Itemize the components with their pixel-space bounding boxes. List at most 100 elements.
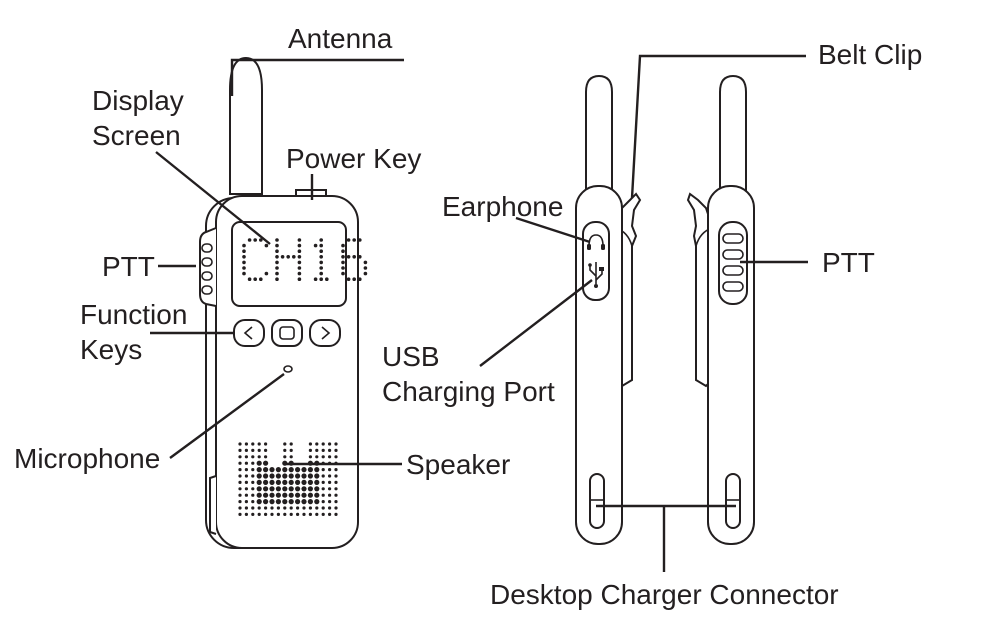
lcd-dot: [247, 277, 252, 282]
lcd-dot: [352, 254, 357, 259]
side-antenna-left: [585, 74, 613, 193]
function-key-right[interactable]: [309, 319, 341, 347]
side-antenna-right: [719, 74, 747, 193]
lcd-dot: [313, 277, 318, 282]
speaker-hole: [238, 487, 242, 491]
function-key-menu[interactable]: [271, 319, 303, 347]
speaker-hole: [256, 486, 262, 492]
speaker-hole: [321, 506, 325, 510]
speaker-hole: [256, 479, 262, 485]
speaker-hole: [328, 448, 332, 452]
lcd-dot: [286, 254, 291, 259]
speaker-hole: [251, 442, 255, 446]
lcd-dot: [275, 243, 279, 248]
speaker-hole: [264, 506, 268, 510]
menu-square-icon: [279, 326, 295, 340]
speaker-hole: [295, 467, 301, 473]
lcd-dot: [346, 254, 351, 259]
speaker-hole: [314, 499, 320, 505]
speaker-hole: [321, 442, 325, 446]
speaker-hole: [283, 448, 287, 452]
lcd-dot: [363, 271, 368, 276]
lcd-dot: [297, 260, 302, 265]
speaker-hole: [263, 460, 269, 466]
speaker-hole: [269, 467, 275, 473]
speaker-hole: [263, 492, 269, 498]
speaker-hole: [321, 468, 325, 472]
lcd-dot: [363, 260, 368, 265]
function-key-left[interactable]: [233, 319, 265, 347]
speaker-hole: [307, 467, 313, 473]
speaker-hole: [244, 506, 248, 510]
leader-lines: [150, 54, 808, 572]
speaker-hole: [308, 455, 312, 459]
speaker-hole: [269, 499, 275, 505]
lcd-dot: [247, 238, 252, 242]
speaker-hole: [321, 493, 325, 497]
lcd-dot: [346, 277, 351, 282]
speaker-hole: [307, 492, 313, 498]
speaker-hole: [307, 473, 313, 479]
speaker-hole: [244, 493, 248, 497]
charger-slot-left: [589, 473, 605, 529]
speaker-hole: [264, 455, 268, 459]
speaker-hole: [301, 492, 307, 498]
speaker-hole: [289, 455, 293, 459]
speaker-hole: [251, 474, 255, 478]
speaker-hole: [307, 486, 313, 492]
speaker-hole: [334, 448, 338, 452]
speaker-hole: [288, 467, 294, 473]
lcd-dot: [297, 277, 302, 282]
speaker-hole: [328, 468, 332, 472]
speaker-hole: [282, 499, 288, 505]
lcd-dot: [297, 243, 302, 248]
speaker-hole: [264, 442, 268, 446]
speaker-hole: [263, 467, 269, 473]
side-ptt-ridge-4: [722, 281, 744, 292]
lcd-dot: [319, 249, 324, 253]
lcd-dot: [275, 249, 279, 253]
leader-microphone: [169, 373, 285, 459]
speaker-hole: [321, 455, 325, 459]
speaker-hole: [328, 480, 332, 484]
speaker-hole: [314, 492, 320, 498]
lcd-dot: [253, 238, 257, 242]
speaker-hole: [288, 473, 294, 479]
speaker-hole: [295, 473, 301, 479]
lcd-dot: [297, 271, 302, 276]
speaker-hole: [238, 493, 242, 497]
lcd-dot: [297, 238, 302, 242]
lcd-dot: [242, 266, 246, 270]
label-ptt-left: PTT: [102, 251, 155, 282]
speaker-hole: [301, 479, 307, 485]
speaker-hole: [328, 512, 332, 517]
speaker-hole: [238, 500, 242, 504]
lcd-dot: [363, 266, 368, 270]
speaker-hole: [334, 506, 338, 510]
speaker-hole: [251, 455, 255, 459]
speaker-hole: [288, 479, 294, 485]
lcd-dot: [341, 260, 345, 265]
speaker-hole: [238, 448, 242, 452]
speaker-hole: [315, 442, 319, 446]
speaker-hole: [302, 506, 306, 510]
lcd-dot: [242, 249, 246, 253]
speaker-hole: [314, 473, 320, 479]
label-display-line1: Display: [92, 85, 184, 116]
lcd-dot: [341, 254, 345, 259]
speaker-hole: [283, 442, 287, 446]
speaker-hole: [314, 486, 320, 492]
leader-belt-clip: [630, 54, 806, 199]
lcd-dot: [242, 271, 246, 276]
speaker-hole: [295, 499, 301, 505]
lcd-dot: [292, 254, 296, 259]
label-desktop-charger: Desktop Charger Connector: [490, 579, 839, 610]
lcd-dot: [275, 238, 279, 242]
speaker-hole: [251, 448, 255, 452]
label-belt-clip: Belt Clip: [818, 39, 922, 70]
display-dot-matrix: [242, 238, 368, 282]
speaker-hole: [328, 506, 332, 510]
speaker-hole: [328, 442, 332, 446]
speaker-hole: [282, 473, 288, 479]
